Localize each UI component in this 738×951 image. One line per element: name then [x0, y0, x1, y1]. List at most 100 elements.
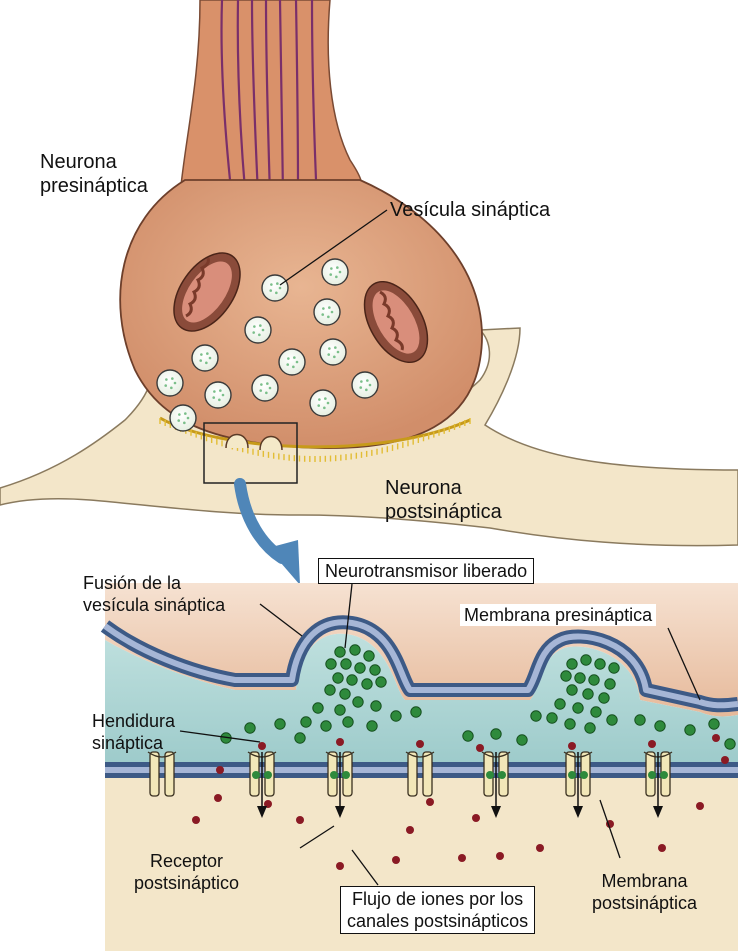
label-postsynaptic-neuron: Neurona postsináptica	[385, 476, 502, 524]
neurotransmitter-dot	[607, 715, 617, 725]
neurotransmitter-dot	[531, 711, 541, 721]
neurotransmitter-dot	[364, 651, 374, 661]
ion-dot	[406, 826, 414, 834]
neurotransmitter-dot	[341, 659, 351, 669]
neurotransmitter-dot	[725, 739, 735, 749]
neurotransmitter-dot	[355, 663, 365, 673]
label-presynaptic-neuron-line1: Neurona	[40, 150, 148, 174]
label-presynaptic-neuron: Neurona presináptica	[40, 150, 148, 198]
vesicle	[205, 382, 231, 408]
neurotransmitter-dot	[565, 719, 575, 729]
ion-dot	[392, 856, 400, 864]
neurotransmitter-dot	[275, 719, 285, 729]
vesicle	[170, 405, 196, 431]
ion-dot	[472, 814, 480, 822]
neurotransmitter-dot	[463, 731, 473, 741]
ion-dot	[426, 798, 434, 806]
ion-dot	[712, 734, 720, 742]
ion-dot	[296, 816, 304, 824]
label-synaptic-cleft-line1: Hendidura	[92, 710, 175, 732]
neurotransmitter-dot	[547, 713, 557, 723]
label-presynaptic-neuron-line2: presináptica	[40, 174, 148, 198]
ion-dot	[658, 844, 666, 852]
neurotransmitter-dot	[371, 701, 381, 711]
label-ion-flow: Flujo de iones por los canales postsináp…	[340, 886, 535, 934]
neurotransmitter-dot	[609, 663, 619, 673]
neurotransmitter-dot	[362, 679, 372, 689]
neurotransmitter-dot	[343, 717, 353, 727]
ion-dot	[258, 742, 266, 750]
label-postsynaptic-membrane: Membrana postsináptica	[592, 870, 697, 914]
label-vesicle-fusion-line1: Fusión de la	[83, 572, 225, 594]
neurotransmitter-dot	[335, 705, 345, 715]
neurotransmitter-dot	[685, 725, 695, 735]
label-postsynaptic-receptor-line2: postsináptico	[134, 872, 239, 894]
neurotransmitter-dot	[567, 685, 577, 695]
vesicle	[252, 375, 278, 401]
label-postsynaptic-receptor-line1: Receptor	[134, 850, 239, 872]
ion-dot	[648, 740, 656, 748]
neurotransmitter-dot	[350, 645, 360, 655]
neurotransmitter-dot	[301, 717, 311, 727]
neurotransmitter-dot	[245, 723, 255, 733]
ion-dot	[192, 816, 200, 824]
vesicle	[262, 275, 288, 301]
neurotransmitter-dot	[517, 735, 527, 745]
ion-dot	[721, 756, 729, 764]
ion-dot	[536, 844, 544, 852]
label-ion-flow-line1: Flujo de iones por los	[347, 888, 528, 910]
neurotransmitter-dot	[376, 677, 386, 687]
neurotransmitter-dot	[595, 659, 605, 669]
neurotransmitter-dot	[561, 671, 571, 681]
neurotransmitter-dot	[333, 673, 343, 683]
neurotransmitter-dot	[655, 721, 665, 731]
neurotransmitter-dot	[353, 697, 363, 707]
neurotransmitter-dot	[573, 703, 583, 713]
vesicle	[352, 372, 378, 398]
label-ion-flow-line2: canales postsinápticos	[347, 910, 528, 932]
label-postsynaptic-membrane-line1: Membrana	[592, 870, 697, 892]
label-postsynaptic-neuron-line1: Neurona	[385, 476, 502, 500]
postsynaptic-membrane	[105, 762, 738, 778]
vesicle	[314, 299, 340, 325]
neurotransmitter-dot	[326, 659, 336, 669]
neurotransmitter-dot	[555, 699, 565, 709]
label-synaptic-vesicle: Vesícula sináptica	[390, 198, 550, 222]
label-vesicle-fusion-line2: vesícula sináptica	[83, 594, 225, 616]
label-synaptic-cleft: Hendidura sináptica	[92, 710, 175, 754]
label-synaptic-cleft-line2: sináptica	[92, 732, 175, 754]
neurotransmitter-dot	[325, 685, 335, 695]
neurotransmitter-dot	[575, 673, 585, 683]
vesicle	[320, 339, 346, 365]
neurotransmitter-dot	[709, 719, 719, 729]
ion-dot	[458, 854, 466, 862]
neurotransmitter-dot	[581, 655, 591, 665]
ion-dot	[416, 740, 424, 748]
ion-dot	[216, 766, 224, 774]
ion-dot	[476, 744, 484, 752]
neurotransmitter-dot	[347, 675, 357, 685]
ion-dot	[568, 742, 576, 750]
neurotransmitter-dot	[391, 711, 401, 721]
presynaptic-axon	[180, 0, 362, 195]
ion-dot	[336, 862, 344, 870]
vesicle	[157, 370, 183, 396]
neurotransmitter-dot	[599, 693, 609, 703]
neurotransmitter-dot	[605, 679, 615, 689]
vesicle	[279, 349, 305, 375]
neurotransmitter-dot	[295, 733, 305, 743]
neurotransmitter-dot	[340, 689, 350, 699]
label-postsynaptic-membrane-line2: postsináptica	[592, 892, 697, 914]
neurotransmitter-dot	[635, 715, 645, 725]
neurotransmitter-dot	[591, 707, 601, 717]
neurotransmitter-dot	[567, 659, 577, 669]
label-presynaptic-membrane: Membrana presináptica	[460, 604, 656, 626]
label-postsynaptic-receptor: Receptor postsináptico	[134, 850, 239, 894]
label-released-neurotransmitter: Neurotransmisor liberado	[318, 558, 534, 584]
neurotransmitter-dot	[585, 723, 595, 733]
neurotransmitter-dot	[583, 689, 593, 699]
ion-dot	[696, 802, 704, 810]
neurotransmitter-dot	[335, 647, 345, 657]
neurotransmitter-dot	[491, 729, 501, 739]
